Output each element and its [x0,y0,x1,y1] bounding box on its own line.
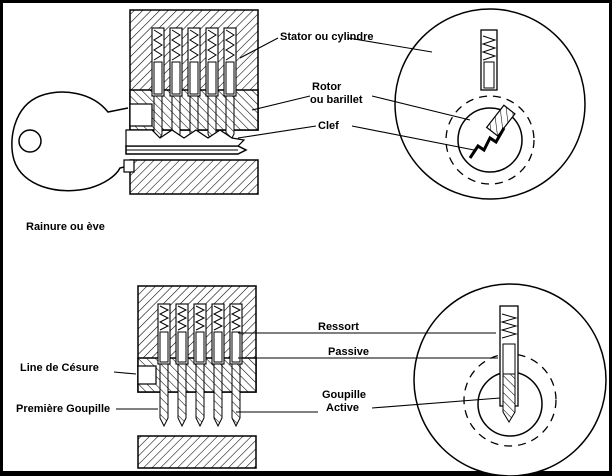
bottom-spring-5 [230,305,242,331]
spring-section [481,35,497,61]
top-spring-4 [207,29,217,61]
top-driver-pin-3 [189,61,199,95]
label-rotor: Rotor [312,81,342,93]
bottom-key-pin-2 [177,363,187,428]
label-stator: Stator ou cylindre [280,31,374,43]
bottom-key-pin-3 [195,363,205,428]
label-spring: Ressort [318,321,359,333]
label-rotor-2: ou barillet [310,94,363,106]
bottom-key-pin-4 [213,363,223,428]
key-hole [18,129,42,153]
bottom-driver-pin-4 [213,331,223,363]
bottom-spring-section [500,313,518,339]
bottom-active-pin-section [502,373,516,423]
label-groove: Rainure ou ève [26,221,105,233]
label-active-pin-2: Active [326,402,359,414]
groove-notch [123,159,135,173]
keyway-notch [129,103,153,127]
bottom-spring-1 [158,305,170,331]
top-driver-pin-4 [207,61,217,95]
label-key: Clef [318,120,339,132]
top-driver-pin-1 [153,61,163,95]
top-spring-2 [171,29,181,61]
top-driver-pin-2 [171,61,181,95]
bottom-driver-pin-3 [195,331,205,363]
rotor-dashed-circle [445,95,535,185]
key-blade [125,129,248,155]
top-spring-3 [189,29,199,61]
top-driver-pin-5 [225,61,235,95]
bottom-spring-2 [176,305,188,331]
bottom-lower-block [137,435,257,469]
bottom-key-pin-5 [231,363,241,428]
bottom-diagram: Ressort Passive Line de Césure Première … [16,283,607,476]
label-shear-line: Line de Césure [20,362,99,374]
bottom-pin-stacks [157,303,243,428]
lower-stator-block [129,159,259,195]
stator-outer-circle [394,8,586,200]
bottom-driver-pin-2 [177,331,187,363]
bottom-cross-section [413,283,607,476]
label-passive: Passive [328,346,369,358]
bottom-leaders [113,332,501,413]
label-first-pin: Première Goupille [16,403,110,415]
driver-pin-section [483,61,495,89]
top-spring-1 [153,29,163,61]
key-profile-section [468,127,506,159]
top-cross-section [394,8,586,200]
bottom-driver-pin-1 [159,331,169,363]
key-bow [11,91,129,192]
bottom-driver-pin-5 [231,331,241,363]
top-leaders [237,37,475,151]
bottom-spring-3 [194,305,206,331]
bottom-key-pin-1 [159,363,169,428]
top-diagram: Stator ou cylindre Rotor ou barillet Cle… [11,8,586,233]
bottom-spring-4 [212,305,224,331]
bottom-passive-pin-section [502,343,516,375]
label-active-pin: Goupille [322,389,366,401]
top-spring-5 [225,29,235,61]
rotated-key-pins [485,104,516,137]
bottom-keyway-notch [137,365,157,385]
top-pin-stacks [151,27,237,144]
